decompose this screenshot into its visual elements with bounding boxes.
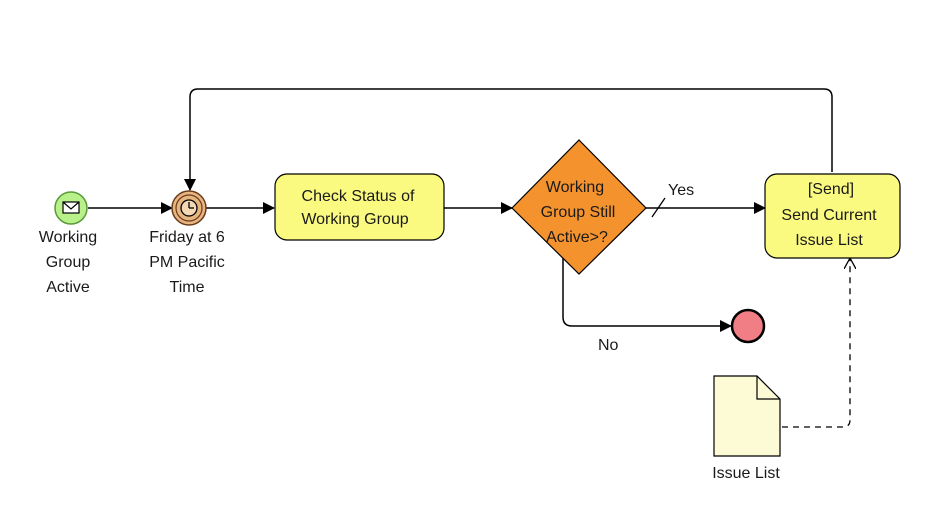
start-event-label-1: Working	[39, 229, 97, 246]
timer-event-label-3: Time	[170, 279, 205, 296]
end-event[interactable]	[730, 308, 766, 344]
task-check-label-2: Working Group	[301, 211, 408, 228]
timer-event-friday[interactable]	[171, 190, 207, 226]
default-flow-marker	[651, 197, 666, 218]
flow-label-no: No	[598, 337, 619, 354]
task-check-label-1: Check Status of	[302, 188, 416, 205]
gateway-label-3: Active>?	[546, 229, 608, 246]
task-send-label-3: Issue List	[795, 232, 863, 249]
task-send-label-2: Send Current	[781, 207, 877, 224]
timer-event-label-1: Friday at 6	[149, 229, 225, 246]
association-data-to-send[interactable]	[782, 258, 850, 428]
clock-icon	[180, 199, 198, 217]
task-check-box	[274, 173, 445, 241]
document-icon	[713, 375, 781, 457]
data-object-label: Issue List	[712, 465, 780, 482]
start-event-label-3: Active	[46, 279, 90, 296]
task-send-box	[764, 173, 901, 259]
timer-inner-circle	[175, 194, 203, 222]
data-object-issue-list[interactable]	[713, 375, 781, 457]
task-check-status[interactable]: Check Status of Working Group	[274, 173, 445, 241]
gateway-diamond	[511, 139, 647, 275]
start-event-working-group-active[interactable]	[54, 191, 88, 225]
flow-send-loop-back[interactable]	[184, 88, 833, 191]
timer-event-label-2: PM Pacific	[149, 254, 225, 271]
gateway-label-1: Working	[546, 179, 604, 196]
gateway-working-group-still-active[interactable]: Working Group Still Active>?	[511, 139, 647, 275]
envelope-icon	[62, 201, 80, 214]
document-fold	[756, 376, 780, 400]
start-event-label-2: Group	[46, 254, 91, 271]
task-send-label-1: [Send]	[808, 181, 854, 198]
gateway-label-2: Group Still	[541, 204, 616, 221]
flow-label-yes: Yes	[668, 182, 694, 199]
task-send-issue-list[interactable]: [Send] Send Current Issue List	[764, 173, 901, 259]
flow-gateway-to-end[interactable]	[562, 257, 732, 332]
